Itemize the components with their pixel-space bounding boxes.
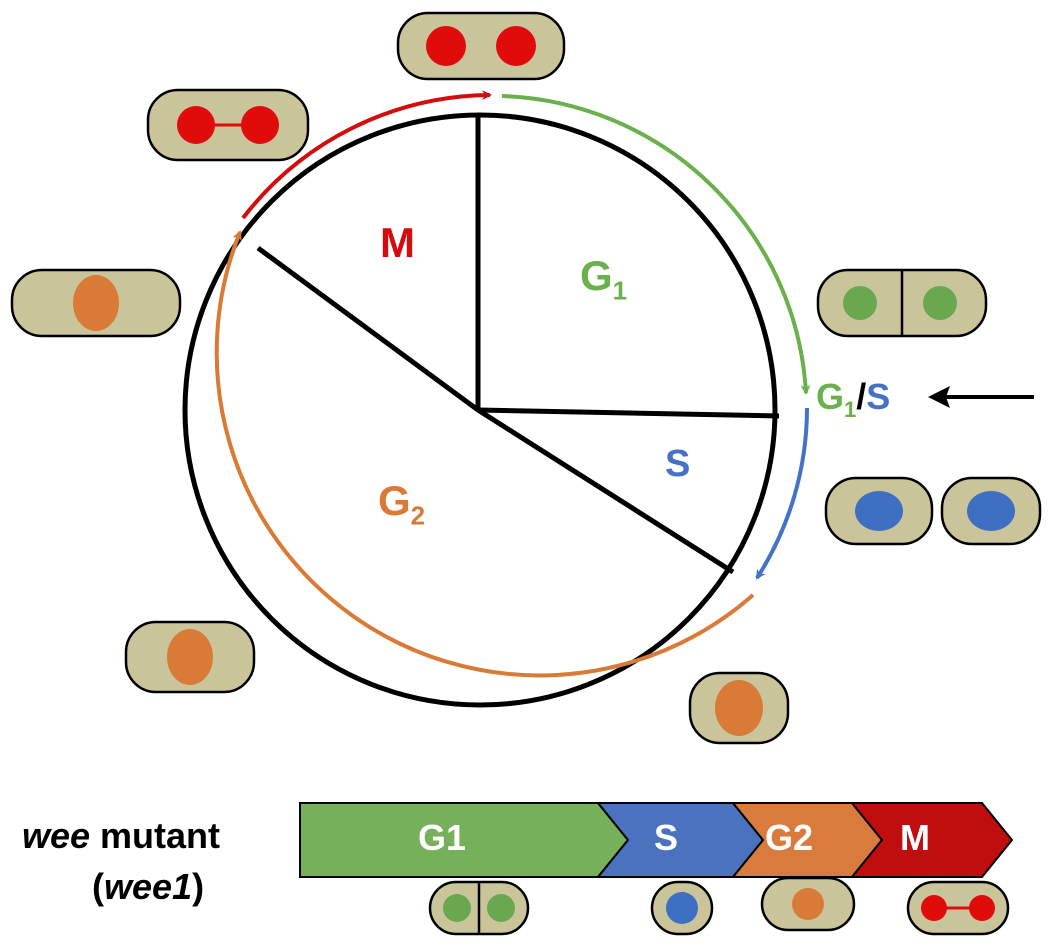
phase-g2-text: G [378, 477, 411, 524]
cell-10 [650, 880, 714, 936]
checkpoint-slash: / [856, 376, 867, 417]
nucleus [426, 26, 466, 66]
nucleus [666, 892, 698, 924]
bar-label-g1: G1 [418, 817, 466, 859]
bar-label-s: S [654, 817, 678, 859]
phase-label-g1: G1 [580, 252, 627, 306]
nucleus [923, 286, 957, 320]
cell-1 [396, 11, 566, 81]
cell-9 [428, 880, 530, 936]
bar-label-g2: G2 [765, 817, 813, 859]
nucleus [969, 895, 995, 921]
mutant-title: wee mutant [22, 815, 220, 857]
bar-g2-text: G2 [765, 817, 814, 858]
phase-label-s: S [665, 443, 690, 486]
mutant-sub-open: ( [92, 866, 104, 907]
arc-g1 [501, 94, 811, 395]
cell-6 [940, 476, 1042, 546]
divider-s-g2 [476, 407, 735, 575]
cell-11 [760, 876, 856, 932]
phase-g2-sub: 2 [410, 500, 426, 531]
nucleus [843, 286, 877, 320]
divider-g1-s [477, 407, 780, 419]
cell-3 [10, 268, 182, 338]
mutant-phase-bar [299, 802, 1014, 878]
bar-s-text: S [654, 817, 679, 858]
bar-m-text: M [900, 817, 930, 858]
phase-label-m: M [380, 219, 415, 267]
nucleus [855, 491, 903, 531]
bar-segment-m [849, 802, 1014, 878]
checkpoint-arrowhead [928, 386, 950, 408]
cells-layer [10, 11, 1042, 936]
cell-4 [816, 268, 988, 338]
arc-m [241, 90, 492, 220]
phase-label-g2: G2 [378, 477, 425, 531]
nucleus [487, 894, 515, 922]
arc-s [755, 407, 809, 580]
mutant-sub-close: ) [192, 866, 205, 907]
phase-m-text: M [380, 219, 415, 266]
nucleus [921, 895, 947, 921]
mutant-title-rest: mutant [90, 815, 221, 856]
checkpoint-s: S [866, 376, 891, 417]
nucleus [792, 888, 824, 920]
cell-7 [124, 620, 256, 694]
cell-2 [146, 88, 310, 162]
nucleus [73, 275, 119, 331]
mutant-title-italic: wee [22, 815, 91, 856]
cell-5 [824, 476, 934, 546]
nucleus [443, 894, 471, 922]
phase-g1-text: G [580, 252, 613, 299]
nucleus [241, 106, 279, 144]
nucleus [715, 680, 763, 736]
arc-g2 [214, 230, 755, 678]
bar-label-m: M [900, 817, 930, 859]
cell-12 [906, 880, 1010, 936]
bar-g1-text: G1 [418, 817, 467, 858]
cell-body [396, 11, 566, 81]
mutant-subtitle: (wee1) [92, 866, 204, 908]
phase-s-text: S [665, 443, 691, 485]
checkpoint-label: G1/S [816, 376, 890, 423]
divider-g2-m [256, 245, 480, 413]
nucleus [496, 26, 536, 66]
nucleus [177, 106, 215, 144]
nucleus [967, 491, 1015, 531]
checkpoint-g: G [816, 376, 845, 417]
mutant-sub-italic: wee1 [104, 866, 193, 907]
checkpoint-g-sub: 1 [844, 397, 857, 423]
phase-g1-sub: 1 [612, 275, 628, 306]
cell-8 [688, 671, 790, 745]
nucleus [167, 629, 213, 685]
